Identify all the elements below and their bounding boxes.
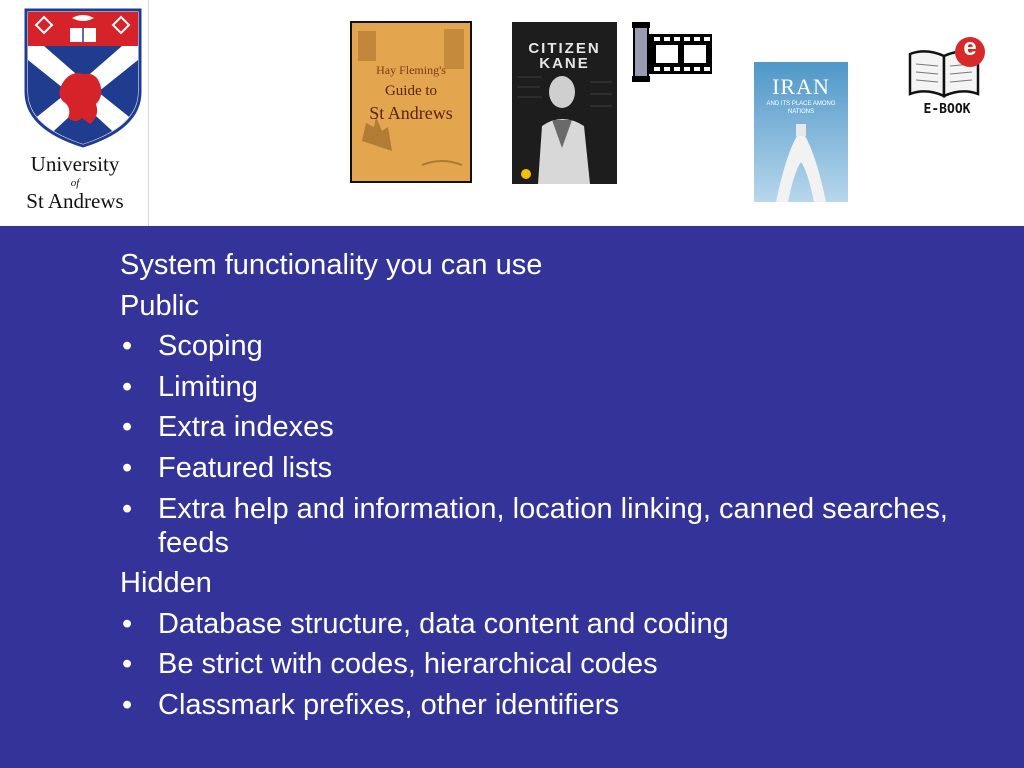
citizen-kane-dvd-cover: CITIZEN KANE bbox=[512, 22, 617, 184]
guide-to-st-andrews-book-cover: Hay Fleming's Guide to St Andrews bbox=[350, 21, 472, 183]
header-banner: University of St Andrews Hay Fleming's G… bbox=[0, 0, 1024, 226]
bullet-item: Extra help and information, location lin… bbox=[120, 492, 980, 560]
film-strip-icon bbox=[630, 20, 714, 84]
bullet-item: Limiting bbox=[120, 370, 980, 404]
dvd-title-line2: KANE bbox=[539, 55, 590, 72]
iran-book-cover: IRAN AND ITS PLACE AMONG NATIONS bbox=[754, 62, 848, 202]
bullet-item: Extra indexes bbox=[120, 410, 980, 444]
bullet-item: Database structure, data content and cod… bbox=[120, 607, 980, 641]
bullet-item: Classmark prefixes, other identifiers bbox=[120, 688, 980, 722]
logo-text-st-andrews: St Andrews bbox=[26, 189, 124, 213]
ebook-label: E-BOOK bbox=[923, 102, 971, 117]
book2-title: IRAN bbox=[772, 74, 830, 99]
ebook-icon: e E-BOOK bbox=[906, 36, 988, 120]
section-heading: Public bbox=[120, 289, 199, 322]
bullet-item: Featured lists bbox=[120, 451, 980, 485]
book2-subtitle: AND ITS PLACE AMONG NATIONS bbox=[766, 101, 836, 115]
dvd-title-line1: CITIZEN bbox=[528, 40, 601, 57]
ebook-letter-e: e bbox=[963, 36, 977, 61]
section-heading: Hidden bbox=[120, 567, 212, 600]
functionality-list: System functionality you can usePublicSc… bbox=[120, 248, 980, 729]
logo-text-of: of bbox=[70, 177, 80, 189]
bullet-item: Be strict with codes, hierarchical codes bbox=[120, 647, 980, 681]
logo-text-university: University bbox=[30, 152, 120, 176]
book1-title-line3: St Andrews bbox=[369, 103, 453, 123]
shield-icon bbox=[24, 8, 142, 148]
book1-title-line2: Guide to bbox=[384, 83, 438, 99]
university-logo: University of St Andrews bbox=[0, 0, 149, 226]
section-heading: System functionality you can use bbox=[120, 249, 543, 281]
content-panel: System functionality you can usePublicSc… bbox=[0, 226, 1024, 768]
bullet-item: Scoping bbox=[120, 329, 980, 363]
book1-title-line1: Hay Fleming's bbox=[376, 63, 446, 77]
